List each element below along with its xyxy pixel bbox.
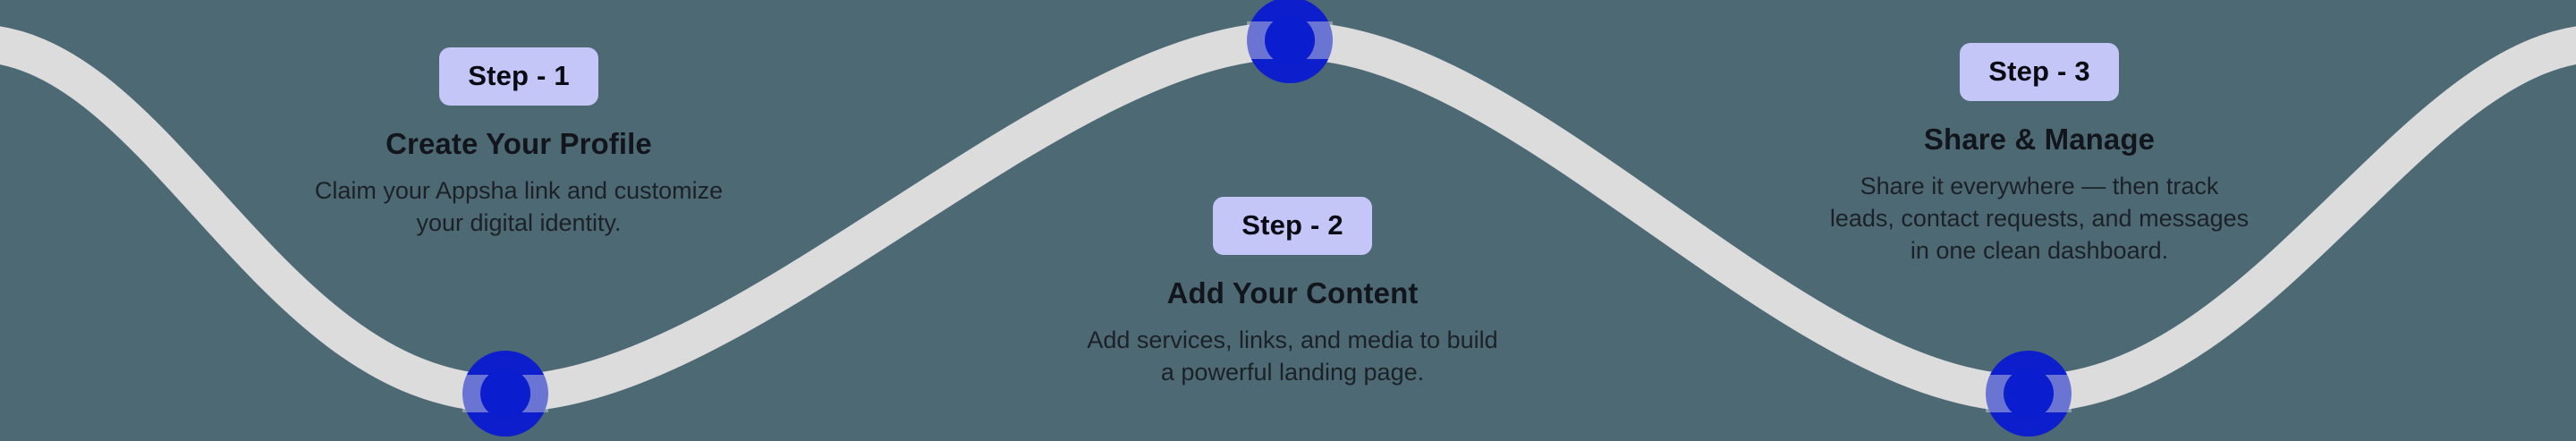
step-badge-1[interactable]: Step - 1 (439, 47, 598, 106)
step-card-3: Step - 3 Share & Manage Share it everywh… (1802, 43, 2276, 267)
node-2-inner[interactable] (1265, 15, 1315, 65)
step-title-3: Share & Manage (1923, 123, 2156, 156)
step-title-2: Add Your Content (1166, 276, 1419, 310)
step-description-2: Add services, links, and media to build … (1087, 327, 1498, 386)
step-badge-2[interactable]: Step - 2 (1213, 197, 1372, 255)
step-title-1: Create Your Profile (386, 127, 652, 160)
step-card-2: Step - 2 Add Your Content Add services, … (1055, 197, 1530, 389)
step-badge-3[interactable]: Step - 3 (1960, 43, 2119, 101)
node-1-inner[interactable] (480, 369, 530, 419)
step-description-1: Claim your Appsha link and customize you… (314, 177, 724, 236)
node-markers (462, 0, 2072, 437)
step-description-3: Share it everywhere — then track leads, … (1829, 173, 2250, 264)
step-card-1: Step - 1 Create Your Profile Claim your … (286, 47, 751, 240)
node-3-inner[interactable] (2004, 369, 2054, 419)
